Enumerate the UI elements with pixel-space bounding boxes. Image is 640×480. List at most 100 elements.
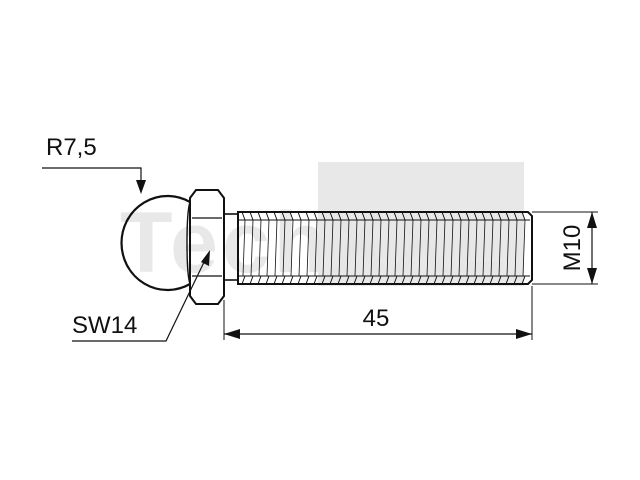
thread-crest-top (257, 211, 262, 221)
thread-neck (224, 213, 238, 281)
wrench-size-arrowhead (201, 250, 210, 266)
diameter-arrow-top (587, 212, 597, 228)
thread-flank (458, 219, 462, 277)
thread-crest-top (521, 211, 526, 221)
thread-crest-bottom (393, 275, 398, 285)
thread-crest-bottom (465, 275, 470, 285)
thread-crest-top (241, 211, 246, 221)
thread-crest-top (513, 211, 518, 221)
thread-crest-top (329, 211, 334, 221)
thread-crest-bottom (281, 275, 286, 285)
thread-crest-bottom (337, 275, 342, 285)
thread-flank (290, 219, 294, 277)
thread-crest-top (249, 211, 254, 221)
thread-crest-top (505, 211, 510, 221)
thread-crest-bottom (497, 275, 502, 285)
thread-flank (346, 219, 350, 277)
diameter-arrow-bottom (587, 268, 597, 284)
thread-crest-top (377, 211, 382, 221)
thread-flank (362, 219, 366, 277)
thread-crest-bottom (481, 275, 486, 285)
thread-crest-bottom (353, 275, 358, 285)
thread-crest-bottom (265, 275, 270, 285)
thread-crest-top (361, 211, 366, 221)
thread-crest-bottom (417, 275, 422, 285)
thread-flank (370, 219, 374, 277)
thread-crest-bottom (297, 275, 302, 285)
thread-crest-top (401, 211, 406, 221)
thread-flank (274, 219, 278, 277)
thread-crest-top (449, 211, 454, 221)
thread-crest-top (265, 211, 270, 221)
thread-crest-bottom (401, 275, 406, 285)
thread-flank (394, 219, 398, 277)
wrench-size-dimension: SW14 (72, 250, 210, 342)
thread-crest-bottom (489, 275, 494, 285)
thread-flank (354, 219, 358, 277)
thread-flank (298, 219, 302, 277)
thread-flank (306, 219, 310, 277)
thread-crest-top (417, 211, 422, 221)
thread-flank (378, 219, 382, 277)
thread-crest-bottom (457, 275, 462, 285)
radius-arrowhead (136, 180, 146, 194)
wrench-size-label: SW14 (72, 312, 137, 339)
thread-crest-bottom (449, 275, 454, 285)
thread-flank (242, 219, 246, 277)
thread-crest-bottom (289, 275, 294, 285)
radius-dimension: R7,5 (42, 134, 146, 194)
ball-head (120, 194, 191, 292)
thread-crest-bottom (385, 275, 390, 285)
length-label: 45 (363, 305, 390, 332)
thread-flank (314, 219, 318, 277)
thread-crest-top (433, 211, 438, 221)
thread-crest-bottom (513, 275, 518, 285)
thread-crest-bottom (305, 275, 310, 285)
thread-crest-top (481, 211, 486, 221)
thread-crest-top (337, 211, 342, 221)
thread-flank (386, 219, 390, 277)
thread-crest-bottom (257, 275, 262, 285)
radius-label: R7,5 (46, 134, 97, 161)
thread-crest-top (441, 211, 446, 221)
thread-crest-top (393, 211, 398, 221)
thread-flank (498, 219, 502, 277)
thread-crest-bottom (441, 275, 446, 285)
thread-crest-bottom (425, 275, 430, 285)
thread-crest-bottom (321, 275, 326, 285)
thread-crest-top (289, 211, 294, 221)
thread-crest-top (457, 211, 462, 221)
thread-flank (434, 219, 438, 277)
thread-crest-top (497, 211, 502, 221)
thread-crest-bottom (241, 275, 246, 285)
thread-flank (258, 219, 262, 277)
length-dimension: 45 (223, 286, 533, 340)
thread-crest-top (345, 211, 350, 221)
thread-crest-top (353, 211, 358, 221)
thread-flank (466, 219, 470, 277)
thread-flank (442, 219, 446, 277)
thread-crest-bottom (273, 275, 278, 285)
thread-flank (522, 219, 526, 277)
thread-crest-top (273, 211, 278, 221)
thread-flank (474, 219, 478, 277)
thread-flank (250, 219, 254, 277)
thread-crest-top (321, 211, 326, 221)
threaded-shaft (237, 211, 533, 285)
thread-flank (282, 219, 286, 277)
thread-crest-bottom (521, 275, 526, 285)
thread-label: M10 (559, 225, 586, 272)
thread-crest-bottom (473, 275, 478, 285)
length-arrow-right (516, 329, 532, 339)
thread-crest-top (409, 211, 414, 221)
length-arrow-left (224, 329, 240, 339)
thread-crest-top (473, 211, 478, 221)
thread-flank (450, 219, 454, 277)
thread-crest-top (465, 211, 470, 221)
thread-crest-top (281, 211, 286, 221)
watermark-logo: TechXXL (120, 162, 524, 291)
thread-flank (322, 219, 326, 277)
thread-crest-bottom (249, 275, 254, 285)
thread-crest-bottom (361, 275, 366, 285)
thread-flank (426, 219, 430, 277)
